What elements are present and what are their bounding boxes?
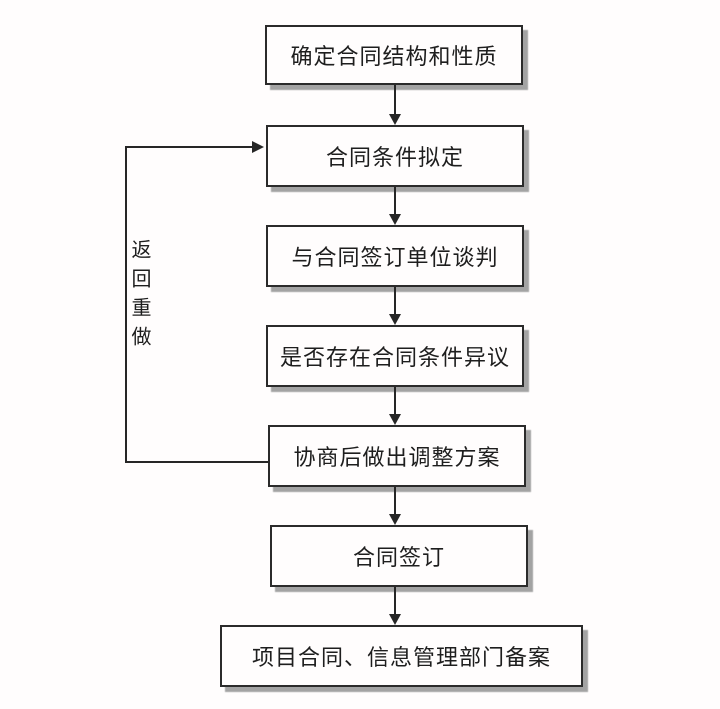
arrow-4-5-line [394, 387, 396, 415]
arrow-6-7-line [394, 587, 396, 615]
flow-node-draft-conditions: 合同条件拟定 [266, 125, 524, 187]
arrow-3-4-line [394, 287, 396, 315]
flow-node-filing: 项目合同、信息管理部门备案 [220, 625, 583, 687]
flow-node-adjustment-plan: 协商后做出调整方案 [268, 425, 526, 487]
arrow-1-2-head-icon [389, 114, 401, 125]
flow-node-negotiate: 与合同签订单位谈判 [266, 225, 524, 287]
arrow-4-5-head-icon [389, 414, 401, 425]
loop-arrow-head-icon [252, 141, 264, 153]
loop-bottom-line [125, 461, 268, 463]
arrow-5-6-line [394, 487, 396, 515]
arrow-5-6-head-icon [389, 514, 401, 525]
flow-node-objection-check: 是否存在合同条件异议 [266, 325, 524, 387]
loop-vertical-line [125, 147, 127, 463]
loop-label: 返回重做 [128, 239, 152, 355]
loop-top-line [125, 146, 254, 148]
arrow-3-4-head-icon [389, 314, 401, 325]
arrow-2-3-line [394, 187, 396, 215]
flow-node-sign-contract: 合同签订 [270, 525, 528, 587]
arrow-1-2-line [394, 85, 396, 115]
flow-node-determine-structure: 确定合同结构和性质 [265, 25, 523, 85]
arrow-2-3-head-icon [389, 214, 401, 225]
arrow-6-7-head-icon [389, 614, 401, 625]
